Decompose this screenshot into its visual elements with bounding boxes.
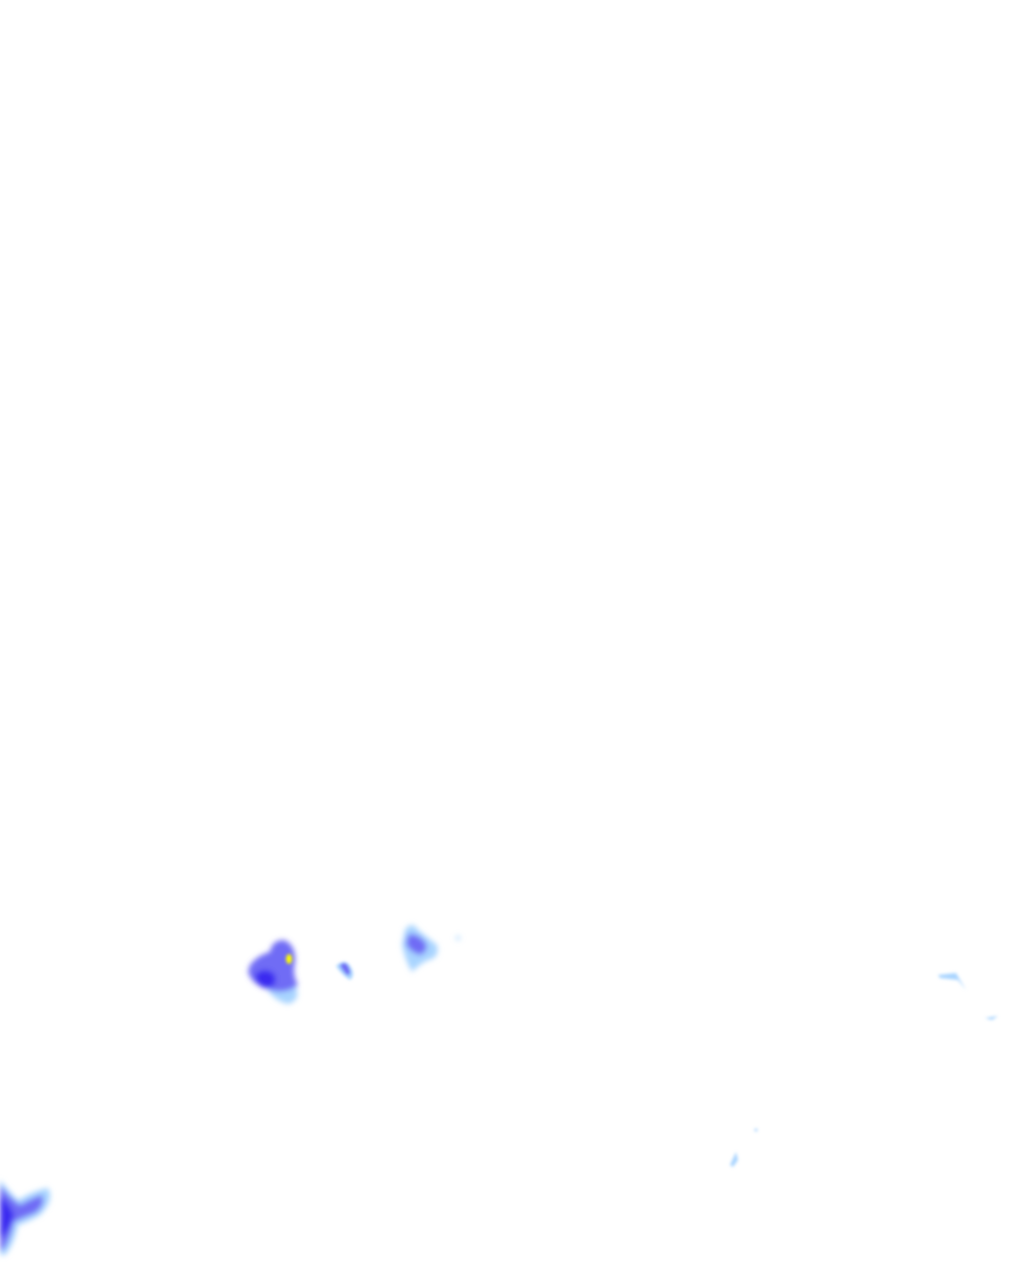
moderate-precip-area [406, 934, 427, 955]
storm-cell-small [336, 962, 353, 980]
heavy-precip-area [255, 970, 276, 988]
light-echoes [730, 973, 998, 1167]
storm-cell-southwest [0, 1180, 51, 1255]
storm-cell-east [402, 925, 460, 972]
light-precip-area [985, 1016, 998, 1020]
light-precip-area [730, 1152, 738, 1167]
light-precip-area [456, 936, 460, 940]
moderate-precip-area [0, 1185, 44, 1250]
intense-core [286, 954, 292, 964]
light-precip-area [938, 973, 966, 990]
light-precip-area [754, 1128, 758, 1132]
storm-cell-main [248, 940, 298, 1004]
heavy-precip-area [0, 1195, 14, 1240]
moderate-precip-area [340, 963, 351, 975]
